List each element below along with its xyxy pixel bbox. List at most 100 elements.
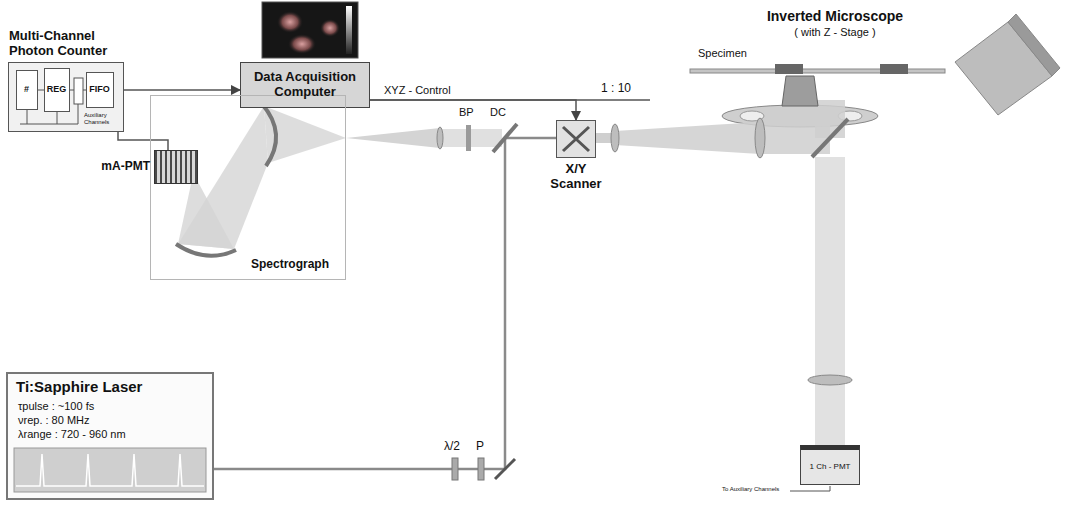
node-label: Data Acquisition Computer bbox=[243, 70, 367, 100]
cell-image bbox=[277, 11, 303, 33]
housing-outline bbox=[650, 45, 995, 445]
emission-beam bbox=[346, 128, 440, 148]
connector bbox=[370, 99, 650, 101]
expanded-beam bbox=[815, 100, 845, 138]
counter-panel bbox=[8, 62, 124, 132]
cell-image bbox=[320, 19, 340, 37]
spectrograph-box: Spectrograph mA-PMT bbox=[150, 95, 346, 280]
node-label: mA-PMT bbox=[98, 160, 150, 174]
objective bbox=[782, 76, 818, 106]
computer-box: Data Acquisition Computer bbox=[240, 62, 370, 108]
text-slot: FIFO bbox=[87, 73, 113, 107]
concave-mirror bbox=[262, 104, 276, 166]
eyepiece bbox=[955, 22, 1052, 115]
node-label: νrep. : 80 MHz bbox=[18, 414, 208, 427]
color-bar bbox=[346, 6, 352, 54]
part-label: Specimen bbox=[698, 47, 768, 60]
scanner-body bbox=[556, 120, 596, 158]
expanded-beam bbox=[615, 122, 760, 154]
node-label: 1 Ch - PMT bbox=[810, 462, 851, 471]
counter-module bbox=[74, 78, 83, 104]
part-label: DC bbox=[490, 106, 512, 119]
node-label: # bbox=[24, 84, 29, 94]
xy-scanner: X/Y Scanner bbox=[556, 120, 596, 158]
laser-box: Ti:Sapphire Laser τpulse : ~100 fsνrep. :… bbox=[6, 372, 214, 500]
text-slot: Auxiliary Channels bbox=[84, 112, 120, 126]
counter-module: FIFO bbox=[86, 72, 114, 108]
concave-mirror bbox=[176, 244, 236, 256]
text-slot: Spectrograph bbox=[251, 258, 343, 272]
text-slot: νrep. : 80 MHz bbox=[18, 414, 208, 427]
text-slot: Ti:Sapphire Laser bbox=[16, 378, 206, 395]
text-slot: Data Acquisition Computer bbox=[241, 63, 369, 107]
connector bbox=[118, 132, 168, 150]
detection-path bbox=[815, 157, 845, 445]
folding-mirror bbox=[812, 119, 848, 157]
text-slot: P bbox=[476, 440, 490, 454]
node-label: REG bbox=[47, 84, 67, 94]
pulse-train bbox=[16, 454, 204, 486]
part-label: λ/2 bbox=[444, 440, 468, 454]
cell-image bbox=[288, 34, 316, 54]
part-label: 1 : 10 bbox=[601, 82, 641, 96]
part-label: To Auxiliary Channels bbox=[722, 486, 788, 493]
text-slot: Multi-Channel Photon Counter bbox=[9, 29, 125, 59]
node-label: FIFO bbox=[89, 84, 110, 94]
part-label: P bbox=[476, 440, 490, 454]
laser-beam bbox=[214, 138, 556, 469]
eyepiece bbox=[1008, 14, 1060, 76]
text-slot: λrange : 720 - 960 nm bbox=[18, 428, 208, 441]
text-slot: To Auxiliary Channels bbox=[722, 486, 788, 493]
text-slot: ( with Z - Stage ) bbox=[735, 26, 935, 39]
scan-mirrors bbox=[563, 127, 589, 151]
text-slot: mA-PMT bbox=[98, 160, 150, 174]
text-slot: Specimen bbox=[698, 47, 768, 60]
condenser-lens bbox=[808, 375, 852, 385]
node-label: X/Y Scanner bbox=[541, 162, 611, 192]
multianode-pmt: mA-PMT bbox=[154, 150, 198, 184]
text-slot: Inverted Microscope bbox=[735, 8, 935, 24]
slide-clamp bbox=[775, 64, 803, 74]
text-slot: # bbox=[17, 71, 37, 109]
text-slot: REG bbox=[45, 69, 69, 111]
lens bbox=[755, 118, 765, 158]
text-slot: λ/2 bbox=[444, 440, 468, 454]
text-slot: 1 Ch - PMT bbox=[801, 450, 859, 484]
monitor-screen bbox=[262, 2, 358, 58]
stage-window bbox=[720, 290, 930, 335]
upper-cavity bbox=[680, 64, 950, 205]
microscope-housing: Inverted Microscope( with Z - Stage )1 C… bbox=[650, 45, 1000, 445]
node-label: Ti:Sapphire Laser bbox=[16, 378, 206, 395]
lens bbox=[437, 127, 443, 149]
node-label: Spectrograph bbox=[251, 258, 343, 272]
single-channel-pmt: 1 Ch - PMT bbox=[800, 445, 860, 485]
dichroic-mirror bbox=[493, 124, 517, 152]
node-label: λrange : 720 - 960 nm bbox=[18, 428, 208, 441]
connector bbox=[370, 100, 576, 120]
counter-module: # bbox=[16, 70, 38, 110]
text-slot: BP bbox=[459, 106, 479, 119]
node-label: ( with Z - Stage ) bbox=[735, 26, 935, 39]
lens bbox=[611, 124, 619, 152]
connector bbox=[124, 89, 240, 91]
half-wave-plate bbox=[452, 458, 458, 480]
polarizer bbox=[478, 458, 484, 480]
housing-shape bbox=[650, 45, 1000, 445]
text-slot: 1 : 10 bbox=[601, 82, 641, 96]
node-label: τpulse : ~100 fs bbox=[18, 400, 208, 413]
laser-panel bbox=[6, 372, 214, 500]
text-slot: X/Y Scanner bbox=[541, 162, 611, 192]
text-slot: DC bbox=[490, 106, 512, 119]
lower-cavity bbox=[690, 250, 960, 410]
edge-label: XYZ - Control bbox=[382, 84, 453, 97]
steering-mirror bbox=[495, 459, 515, 479]
part-label: Auxiliary Channels bbox=[84, 112, 120, 126]
text-slot: τpulse : ~100 fs bbox=[18, 400, 208, 413]
node-label: Multi-Channel Photon Counter bbox=[9, 29, 125, 59]
leader-line bbox=[790, 486, 830, 491]
counter-module: REG bbox=[44, 68, 70, 112]
node-label: Inverted Microscope bbox=[735, 8, 935, 24]
part-label: BP bbox=[459, 106, 479, 119]
